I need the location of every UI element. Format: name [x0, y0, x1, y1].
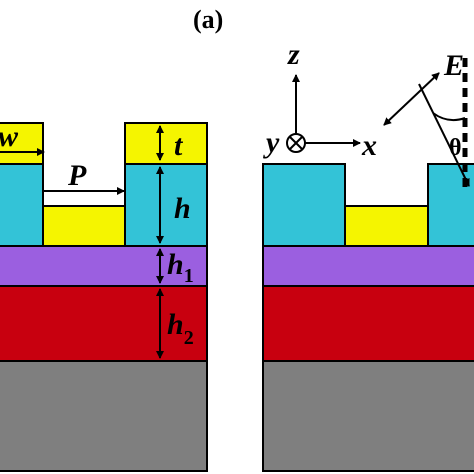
- right-layer-h2: [262, 285, 474, 362]
- e-field-label: E: [443, 49, 464, 82]
- left-grating-ridge-1: [0, 163, 44, 247]
- k-vector-arrow: [418, 83, 470, 187]
- h2-label: h2: [167, 308, 194, 349]
- e-field-arrow: [383, 72, 440, 126]
- angle-arc: [432, 112, 466, 122]
- left-metal-top-1: [0, 122, 44, 165]
- right-grating-ridge-2: [427, 163, 474, 247]
- coordinate-axes: z x y: [263, 38, 377, 162]
- thickness-label: t: [174, 129, 184, 162]
- incident-field: E θ: [383, 49, 470, 190]
- left-layer-h2: [0, 285, 208, 362]
- left-metal-trench: [42, 205, 126, 247]
- z-axis-label: z: [287, 38, 300, 71]
- left-grating-ridge-2: [124, 163, 208, 247]
- left-dimensions: w t P h h1 h2: [0, 120, 194, 359]
- left-structure: [0, 122, 208, 472]
- panel-label: (a): [193, 5, 223, 34]
- y-axis-cross-b: [289, 136, 303, 150]
- y-axis-label: y: [263, 126, 280, 159]
- x-axis-label: x: [361, 129, 377, 162]
- left-layer-h1: [0, 245, 208, 287]
- h1-label: h1: [167, 248, 194, 287]
- left-substrate: [0, 360, 208, 472]
- theta-label: θ: [449, 135, 462, 161]
- left-metal-top-2: [124, 122, 208, 165]
- right-metal-trench: [344, 205, 429, 247]
- right-layer-h1: [262, 245, 474, 287]
- right-substrate: [262, 360, 474, 472]
- height-label: h: [174, 192, 191, 225]
- width-label: w: [0, 120, 19, 153]
- period-label: P: [67, 159, 87, 192]
- right-grating-ridge-1: [262, 163, 346, 247]
- right-structure: [262, 163, 474, 472]
